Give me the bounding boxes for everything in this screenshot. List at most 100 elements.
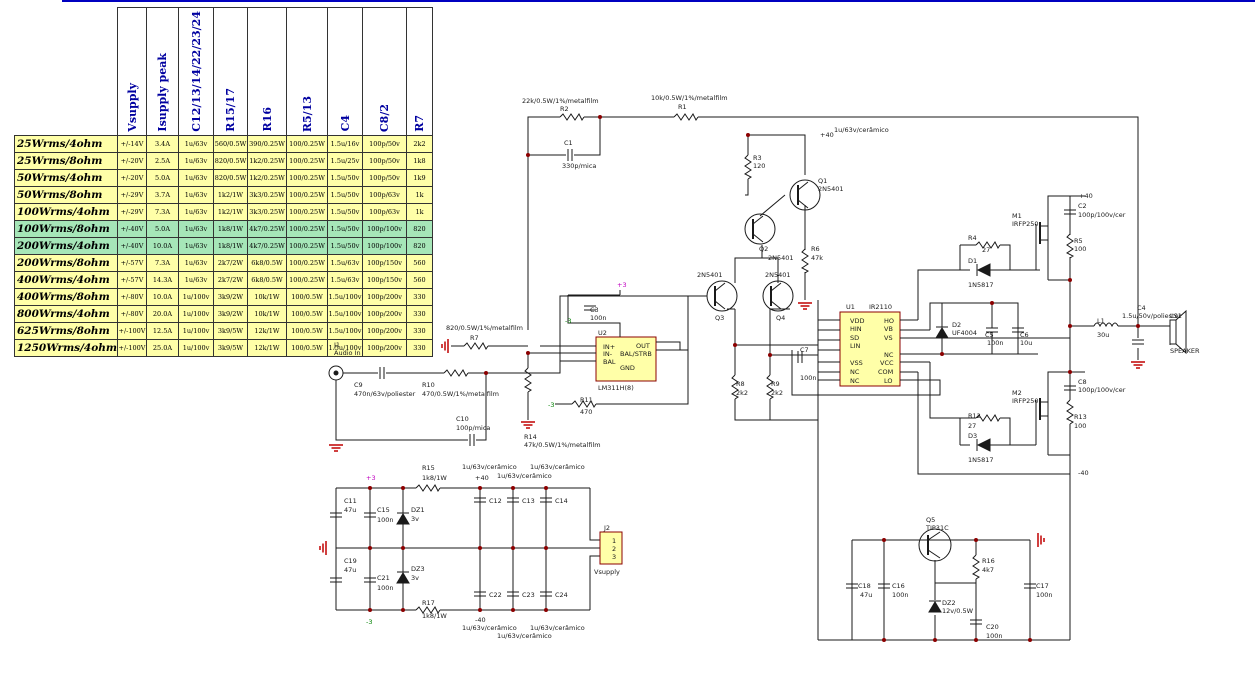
- label-r2: R2: [560, 105, 569, 113]
- pin-u1-lo: LO: [884, 377, 893, 385]
- wires-u2: [488, 290, 688, 420]
- schematic-labels: R2 22k/0.5W/1%/metalfilm R1 10k/0.5W/1%/…: [333, 94, 1200, 640]
- wires-r11: [555, 350, 689, 405]
- table-cell: 12k/1W: [247, 338, 287, 357]
- pin-u1-vb: VB: [884, 325, 893, 333]
- pin-u1-vcc: VCC: [880, 359, 894, 367]
- table-cell: 3k9/5W: [213, 338, 248, 357]
- label-c9: C9: [354, 381, 363, 389]
- pin-u1-nc1: NC: [850, 368, 860, 376]
- label-c4: C4: [1137, 304, 1146, 312]
- label-r15: R15: [422, 464, 435, 472]
- value-r16: 4k7: [982, 566, 994, 574]
- table-cell: 1u/100v: [178, 321, 214, 340]
- pin-u2-balstrb: BAL/STRB: [620, 350, 652, 358]
- resistor-r13: [1066, 399, 1074, 425]
- label-r9: R9: [771, 380, 780, 388]
- value-r9: 2k2: [771, 389, 783, 397]
- type-j1: Audio In: [334, 349, 361, 357]
- table-cell: 100/0.5W: [286, 304, 328, 323]
- value-c14: 1u/63v/cerâmico: [530, 463, 585, 471]
- resistor-r3: [744, 154, 752, 180]
- pin-u1-vdd: VDD: [850, 317, 864, 325]
- label-m1: M1: [1012, 212, 1022, 220]
- zener-dz2: [928, 600, 942, 613]
- value-c7: 100n: [800, 374, 817, 382]
- audio-in-jack: [328, 365, 344, 381]
- label-c8: C8: [1078, 378, 1087, 386]
- table-cell: 1.5u/25v: [327, 151, 363, 170]
- type-q1: 2N5401: [818, 185, 844, 193]
- value-c15: 100n: [377, 516, 394, 524]
- table-cell: 1.5u/16v: [327, 134, 363, 153]
- table-cell: +/-29V: [117, 185, 147, 204]
- label-c23: C23: [522, 591, 535, 599]
- value-r8: 2k2: [736, 389, 748, 397]
- resistor-r16: [972, 554, 980, 580]
- label-minus40: -40: [1078, 469, 1089, 477]
- label-minus40-b: -40: [475, 616, 486, 624]
- label-minus3-a: -3: [565, 317, 571, 325]
- value-c18: 47u: [860, 591, 872, 599]
- speaker-ls1: [1169, 309, 1187, 355]
- table-cell: 1.5u/50v: [327, 219, 363, 238]
- label-c1: C1: [564, 139, 573, 147]
- label-r8: R8: [736, 380, 745, 388]
- table-cell: 100p/150v: [362, 270, 407, 289]
- value-c6: 10u: [1020, 339, 1032, 347]
- table-cell: 3k3/0.25W: [247, 202, 287, 221]
- ic-u1-body: [839, 311, 901, 387]
- transistor-q4: [762, 280, 794, 312]
- pin-u2-in-minus: IN-: [603, 350, 613, 358]
- capacitor-c4: [1131, 339, 1145, 345]
- value-r6: 47k: [811, 254, 823, 262]
- table-cell: 100/0.25W: [286, 219, 328, 238]
- pin-u2-gnd: GND: [620, 364, 635, 372]
- pin-u1-lin: LIN: [850, 342, 861, 350]
- value-r10: 470/0.5W/1%/metalfilm: [422, 390, 499, 398]
- label-r13: R13: [1074, 413, 1087, 421]
- table-cell: +/-57V: [117, 253, 147, 272]
- junction-dots: [368, 115, 1140, 642]
- ground-q4: [797, 302, 813, 310]
- label-plus40-b: +40: [475, 474, 489, 482]
- value-c1: 330p/mica: [562, 162, 596, 170]
- value-c3: 100n: [590, 314, 607, 322]
- value-c24: 1u/63v/cerâmico: [530, 624, 585, 632]
- transistor-q1: [789, 179, 821, 211]
- label-dz3: DZ3: [411, 565, 425, 573]
- table-cell: 1k8/1W: [213, 219, 248, 238]
- label-c11: C11: [344, 497, 357, 505]
- value-r14: 47k/0.5W/1%/metalfilm: [524, 441, 601, 449]
- table-cell: 560: [406, 270, 433, 289]
- row-label: 1250Wrms/4ohm: [14, 338, 118, 357]
- row-label: 25Wrms/8ohm: [14, 151, 118, 170]
- transistor-q5: [918, 528, 952, 562]
- table-corner: [14, 7, 118, 136]
- transistor-q2: [744, 213, 776, 245]
- value-dz2: 12v/0.5W: [942, 607, 974, 615]
- table-cell: 100p/200v: [362, 304, 407, 323]
- table-cell: 3k9/2W: [213, 304, 248, 323]
- value-r5: 100: [1074, 245, 1086, 253]
- value-c8: 100p/100v/cer: [1078, 386, 1126, 394]
- label-c22: C22: [489, 591, 502, 599]
- resistor-r1: [673, 113, 699, 121]
- value-r7: 820/0.5W/1%/metalfilm: [446, 324, 523, 332]
- ground-q5: [1037, 532, 1045, 548]
- table-cell: 560/0.5W: [213, 134, 248, 153]
- table-cell: 100/0.25W: [286, 151, 328, 170]
- inductor-l1: [1093, 322, 1119, 328]
- table-cell: 100/0.25W: [286, 185, 328, 204]
- label-r10: R10: [422, 381, 435, 389]
- label-minus3-b: -3: [548, 401, 554, 409]
- label-c21: C21: [377, 574, 390, 582]
- pin-u1-nc2: NC: [850, 377, 860, 385]
- label-minus3-c: -3: [366, 618, 372, 626]
- table-cell: 1k: [406, 202, 433, 221]
